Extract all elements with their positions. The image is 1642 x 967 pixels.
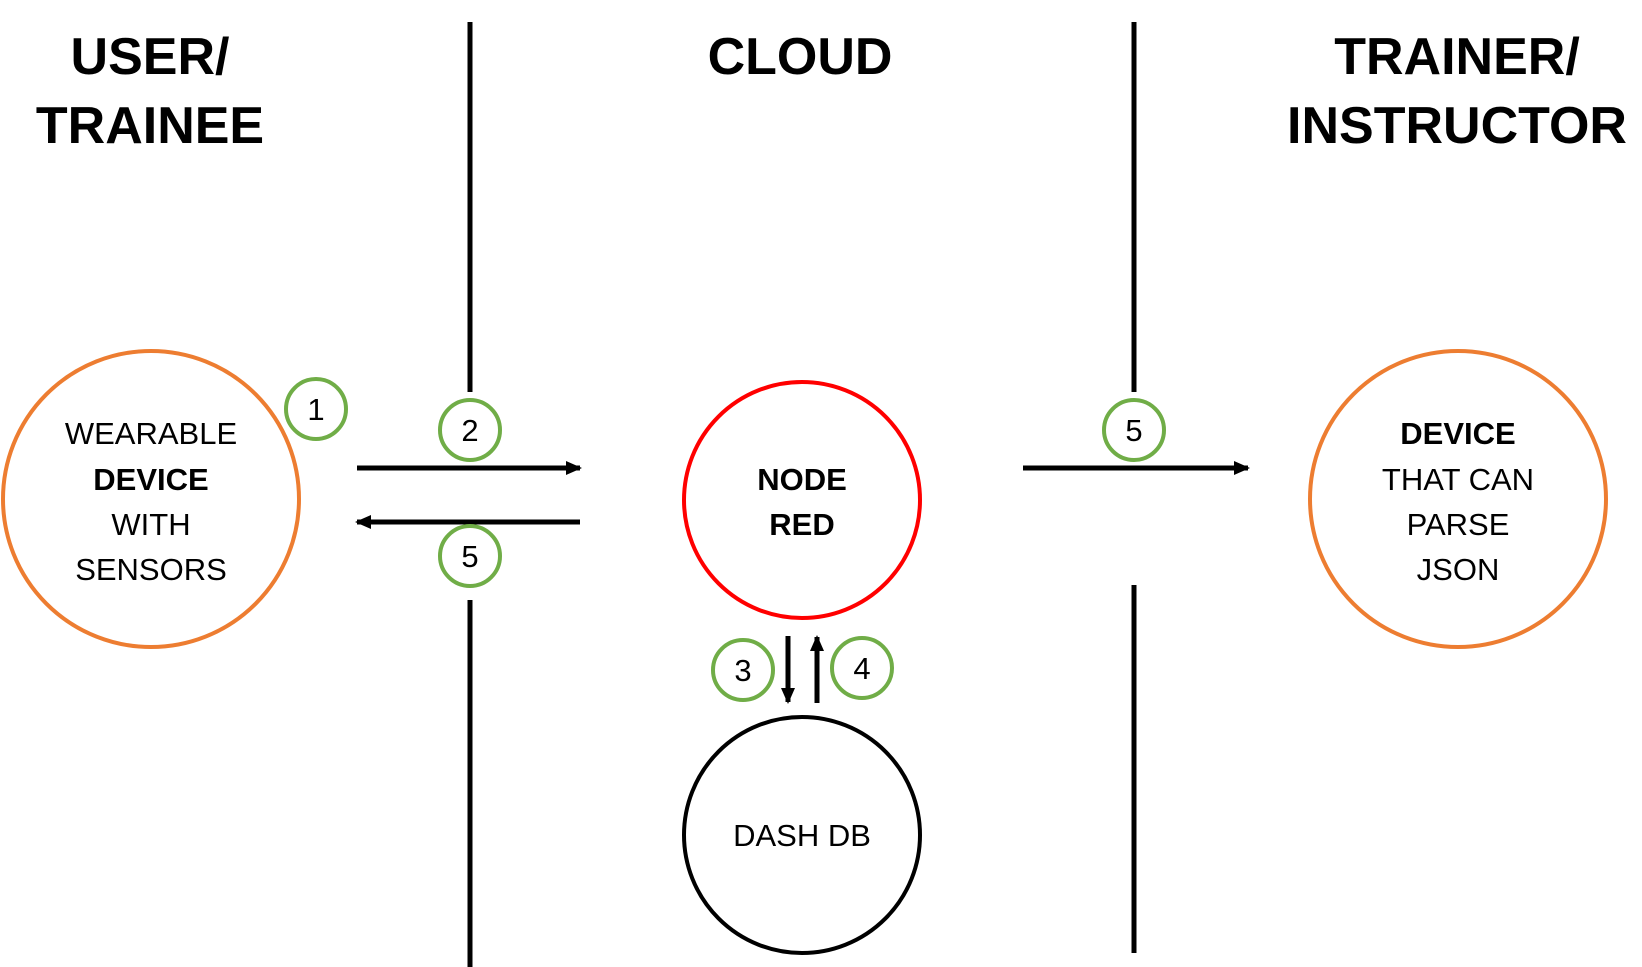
step-number: 4 [853, 651, 870, 686]
step-number: 5 [1125, 413, 1142, 448]
trainer-heading-line2: INSTRUCTOR [1287, 97, 1627, 155]
step-circle [711, 638, 775, 702]
step-number: 3 [734, 653, 751, 688]
wearable-device-circle [1, 349, 301, 649]
json-device-line2: THAT CAN [1382, 462, 1534, 497]
node-red-line1: NODE [757, 462, 847, 497]
step-marker-3: 3 [711, 638, 775, 702]
step-marker-4: 4 [830, 636, 894, 700]
json-device-circle [1308, 349, 1608, 649]
node-red-line2: RED [769, 507, 834, 542]
step-circle [438, 524, 502, 588]
step-marker-5-return: 5 [438, 524, 502, 588]
step-marker-1: 1 [284, 377, 348, 441]
json-device-line1: DEVICE [1400, 416, 1515, 451]
json-device-line4: JSON [1417, 552, 1500, 587]
step-number: 5 [461, 539, 478, 574]
wearable-line4: SENSORS [75, 552, 227, 587]
json-device-line3: PARSE [1407, 507, 1510, 542]
trainer-heading-line1: TRAINER/ [1334, 28, 1580, 86]
wearable-line2: DEVICE [93, 462, 208, 497]
step-circle [830, 636, 894, 700]
cloud-heading: CLOUD [708, 28, 893, 86]
user-heading-line2: TRAINEE [36, 97, 264, 155]
step-circle [438, 398, 502, 462]
step-marker-2: 2 [438, 398, 502, 462]
dash-db-circle [682, 715, 922, 955]
step-marker-5-trainer: 5 [1102, 398, 1166, 462]
wearable-line3: WITH [111, 507, 190, 542]
step-circle [1102, 398, 1166, 462]
dash-db-label: DASH DB [733, 818, 871, 853]
step-number: 2 [461, 413, 478, 448]
wearable-line1: WEARABLE [65, 416, 237, 451]
step-number: 1 [307, 392, 324, 427]
step-circle [284, 377, 348, 441]
user-heading-line1: USER/ [71, 28, 230, 86]
node-red-circle [682, 380, 922, 620]
